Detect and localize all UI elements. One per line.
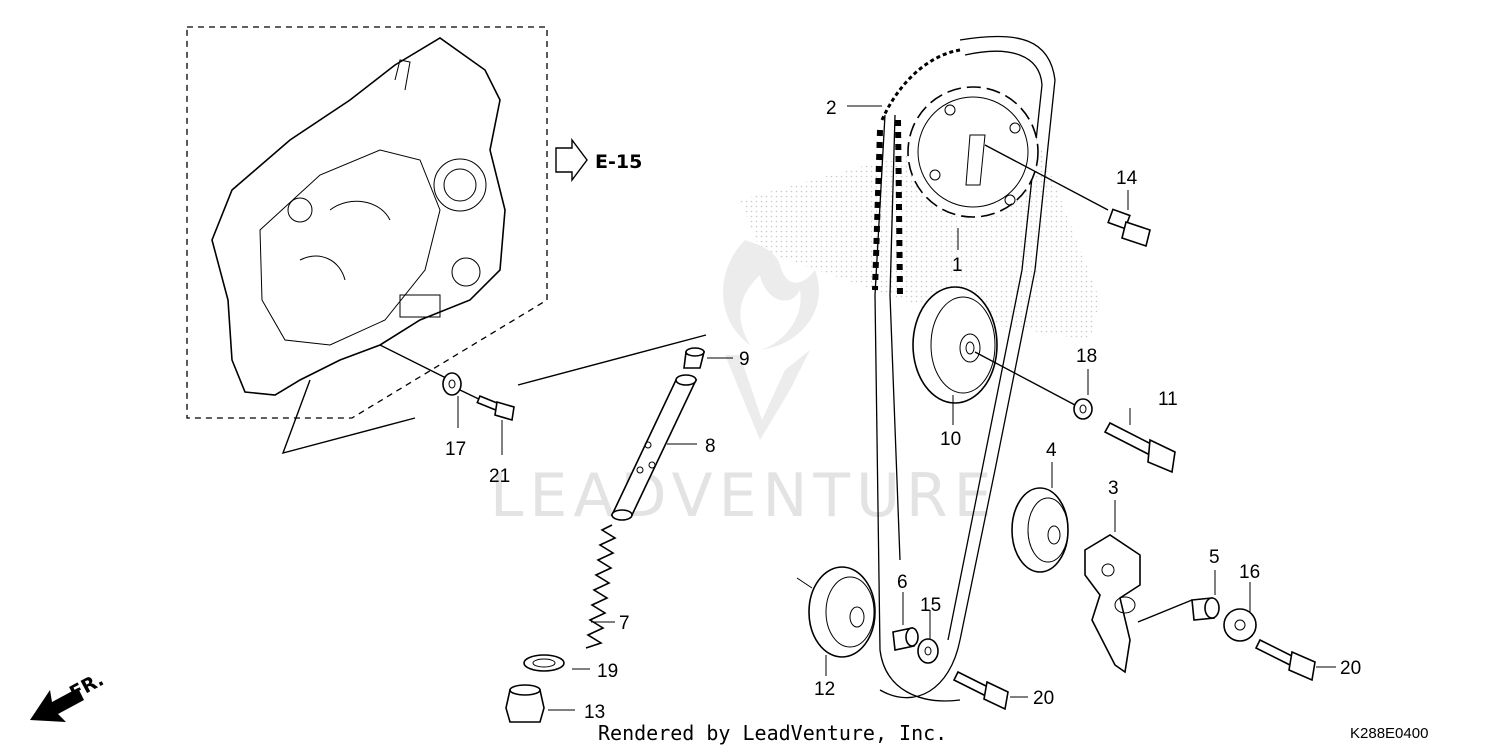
callout-6: 6	[897, 572, 908, 593]
washer-16	[1223, 608, 1257, 642]
callout-12: 12	[814, 679, 835, 700]
callout-21: 21	[489, 466, 510, 487]
tensioner-cap-9	[683, 347, 706, 369]
roller-bracket-3	[1084, 534, 1141, 674]
callout-14: 14	[1116, 168, 1138, 189]
leader-crankcase-v	[281, 379, 416, 455]
washer-15	[917, 638, 939, 664]
leader-sprocket-bolt	[984, 144, 1109, 211]
washer-18	[1073, 398, 1093, 420]
callout-5: 5	[1209, 547, 1220, 568]
sealing-washer-19	[523, 654, 565, 672]
watermark-logo	[723, 240, 819, 440]
bolt-20-right	[1254, 638, 1316, 682]
crankcase-outline-box	[186, 26, 548, 419]
watermark-text: LEADVENTURE	[490, 461, 998, 531]
collar-5	[1191, 597, 1220, 621]
callout-17: 17	[445, 439, 466, 460]
leader-guide-bolt	[974, 351, 1076, 406]
washer-17	[442, 372, 462, 396]
callout-20-right: 20	[1340, 658, 1361, 679]
diagram-code: K288E0400	[1350, 725, 1428, 742]
guide-roller-4	[1011, 487, 1069, 573]
guide-roller-12	[808, 566, 876, 658]
callout-2: 2	[826, 98, 837, 119]
callout-16: 16	[1239, 562, 1260, 583]
callout-11: 11	[1158, 389, 1178, 410]
callout-7: 7	[619, 613, 630, 634]
callout-1: 1	[952, 255, 963, 276]
bolt-20-lower	[952, 670, 1009, 711]
callout-3: 3	[1108, 478, 1119, 499]
leader-tensioner	[517, 334, 707, 386]
tensioner-guide-10	[912, 286, 998, 404]
reference-arrow-icon	[555, 137, 588, 183]
rendered-by-footer: Rendered by LeadVenture, Inc.	[598, 721, 947, 745]
callout-13: 13	[584, 702, 605, 723]
leader-crankcase-bolt	[379, 344, 488, 404]
callout-18: 18	[1076, 346, 1097, 367]
bolt-21	[476, 395, 515, 422]
tensioner-lifter-8	[610, 374, 698, 521]
tensioner-spring-7	[585, 524, 617, 649]
front-direction-arrow-icon	[30, 688, 84, 722]
collar-6	[892, 627, 919, 651]
leader-bracket	[1137, 599, 1193, 623]
callout-8: 8	[705, 436, 716, 457]
sealing-bolt-13	[505, 684, 545, 723]
sprocket-bolt-14	[1107, 208, 1151, 248]
guide-bolt-11	[1103, 421, 1176, 474]
callout-9: 9	[739, 349, 750, 370]
callout-4: 4	[1046, 440, 1057, 461]
callout-15: 15	[920, 595, 941, 616]
crankcase	[211, 37, 506, 396]
callout-leaders	[457, 105, 1336, 711]
callout-10: 10	[940, 429, 961, 450]
callout-20-lower: 20	[1033, 688, 1054, 709]
reference-label: E-15	[595, 151, 642, 173]
callout-19: 19	[597, 661, 618, 682]
cam-sprocket-1	[907, 86, 1039, 218]
